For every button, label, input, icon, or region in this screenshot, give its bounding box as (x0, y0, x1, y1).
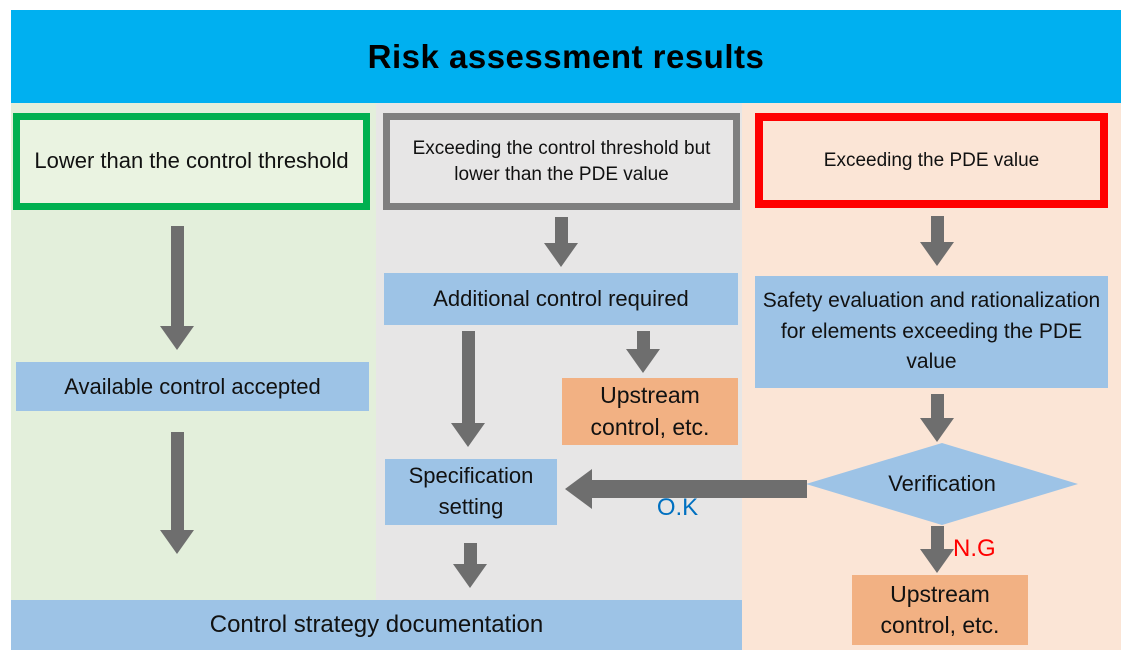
arrow-head (160, 530, 194, 554)
upstream-control-label: Upstream control, etc. (880, 580, 1000, 638)
arrow-shaft (461, 331, 475, 423)
down-arrow-icon (920, 526, 954, 573)
lower-than-threshold-box: Lower than the control threshold (13, 113, 370, 210)
down-arrow-icon (160, 432, 194, 554)
safety-evaluation-box: Safety evaluation and rationalization fo… (755, 276, 1108, 388)
arrow-head (453, 564, 487, 588)
arrow-head (626, 349, 660, 373)
additional-control-required-box: Additional control required (384, 273, 738, 325)
available-control-accepted-box: Available control accepted (16, 362, 369, 411)
down-arrow-icon (453, 543, 487, 588)
arrow-head (160, 326, 194, 350)
arrow-shaft (930, 394, 944, 418)
verification-label: Verification (888, 471, 996, 496)
down-arrow-icon (451, 331, 485, 447)
down-arrow-icon (920, 216, 954, 266)
arrow-head (920, 242, 954, 266)
left-arrow-icon (565, 469, 807, 509)
additional-control-required-label: Additional control required (433, 286, 689, 311)
available-control-accepted-label: Available control accepted (64, 373, 321, 399)
page-title: Risk assessment results (367, 37, 765, 75)
arrow-shaft (554, 217, 568, 243)
upstream-control-label: Upstream control, etc. (590, 382, 710, 440)
down-arrow-icon (544, 217, 578, 267)
exceeding-threshold-box: Exceeding the control threshold but lowe… (383, 113, 740, 210)
arrow-shaft (170, 432, 184, 530)
exceeding-threshold-label: Exceeding the control threshold but lowe… (412, 137, 711, 185)
arrow-head (544, 243, 578, 267)
exceeding-pde-box: Exceeding the PDE value (755, 113, 1108, 208)
lower-than-threshold-label: Lower than the control threshold (34, 148, 349, 174)
arrow-shaft (636, 331, 650, 349)
arrow-shaft (930, 526, 944, 549)
down-arrow-icon (626, 331, 660, 373)
ok-label: O.K (656, 494, 699, 521)
arrow-shaft (463, 543, 477, 564)
arrow-shaft (930, 216, 944, 242)
arrow-shaft (170, 226, 184, 326)
arrow-shaft (592, 480, 807, 498)
arrow-head (565, 469, 592, 509)
ng-label: N.G (953, 535, 996, 562)
header-bar: Risk assessment results (11, 10, 1121, 103)
control-strategy-documentation-bar: Control strategy documentation (11, 600, 742, 650)
specification-setting-label: Specification setting (408, 463, 534, 519)
upstream-control-box-right: Upstream control, etc. (852, 575, 1028, 645)
control-strategy-documentation-label: Control strategy documentation (209, 611, 544, 638)
down-arrow-icon (160, 226, 194, 350)
specification-setting-box: Specification setting (385, 459, 557, 525)
arrow-head (920, 418, 954, 442)
upstream-control-box-middle: Upstream control, etc. (562, 378, 738, 445)
arrow-head (920, 549, 954, 573)
down-arrow-icon (920, 394, 954, 442)
safety-evaluation-label: Safety evaluation and rationalization fo… (762, 289, 1101, 374)
arrow-head (451, 423, 485, 447)
exceeding-pde-label: Exceeding the PDE value (823, 149, 1040, 171)
